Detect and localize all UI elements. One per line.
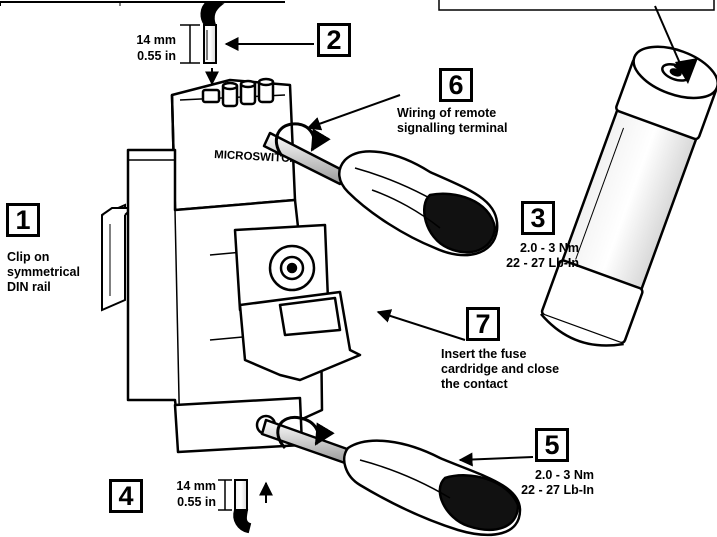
strip-length-bottom: 14 mm 0.55 in	[176, 479, 216, 509]
step-4-number: 4	[109, 479, 143, 513]
step-7-caption: Insert the fuse cardridge and close the …	[441, 347, 560, 391]
step-5-number: 5	[535, 428, 569, 462]
din-rail-clip	[101, 203, 135, 312]
step-1-caption: Clip on symmetrical DIN rail	[7, 250, 80, 294]
screwdriver-top	[262, 131, 499, 257]
step-3-caption: 2.0 - 3 Nm 22 - 27 Lb-In	[506, 241, 579, 270]
callout-frame-top-right	[438, 0, 715, 11]
pointer-arrow-step7	[376, 309, 466, 341]
microswitch-body	[126, 77, 362, 454]
step-6-caption: Wiring of remote signalling terminal	[397, 106, 508, 135]
strip-length-bracket-top	[180, 24, 200, 64]
step-7-number: 7	[466, 307, 500, 341]
strip-length-bracket-bottom	[218, 479, 232, 511]
step-2-number: 2	[317, 23, 351, 57]
wire-bottom	[233, 479, 252, 534]
step-6-number: 6	[439, 68, 473, 102]
wire-top	[200, 0, 225, 64]
screwdriver-bottom	[260, 418, 522, 537]
rotation-arrow-bottom	[276, 415, 335, 450]
pointer-arrow-step5	[458, 452, 534, 467]
step-3-number: 3	[521, 201, 555, 235]
fuse-cartridge	[540, 45, 717, 347]
strip-length-top: 14 mm 0.55 in	[136, 33, 176, 63]
step-1-number: 1	[6, 203, 40, 237]
step-5-caption: 2.0 - 3 Nm 22 - 27 Lb-In	[521, 468, 594, 497]
pointer-arrow-step6	[306, 94, 401, 131]
rotation-arrow-top	[275, 122, 331, 157]
